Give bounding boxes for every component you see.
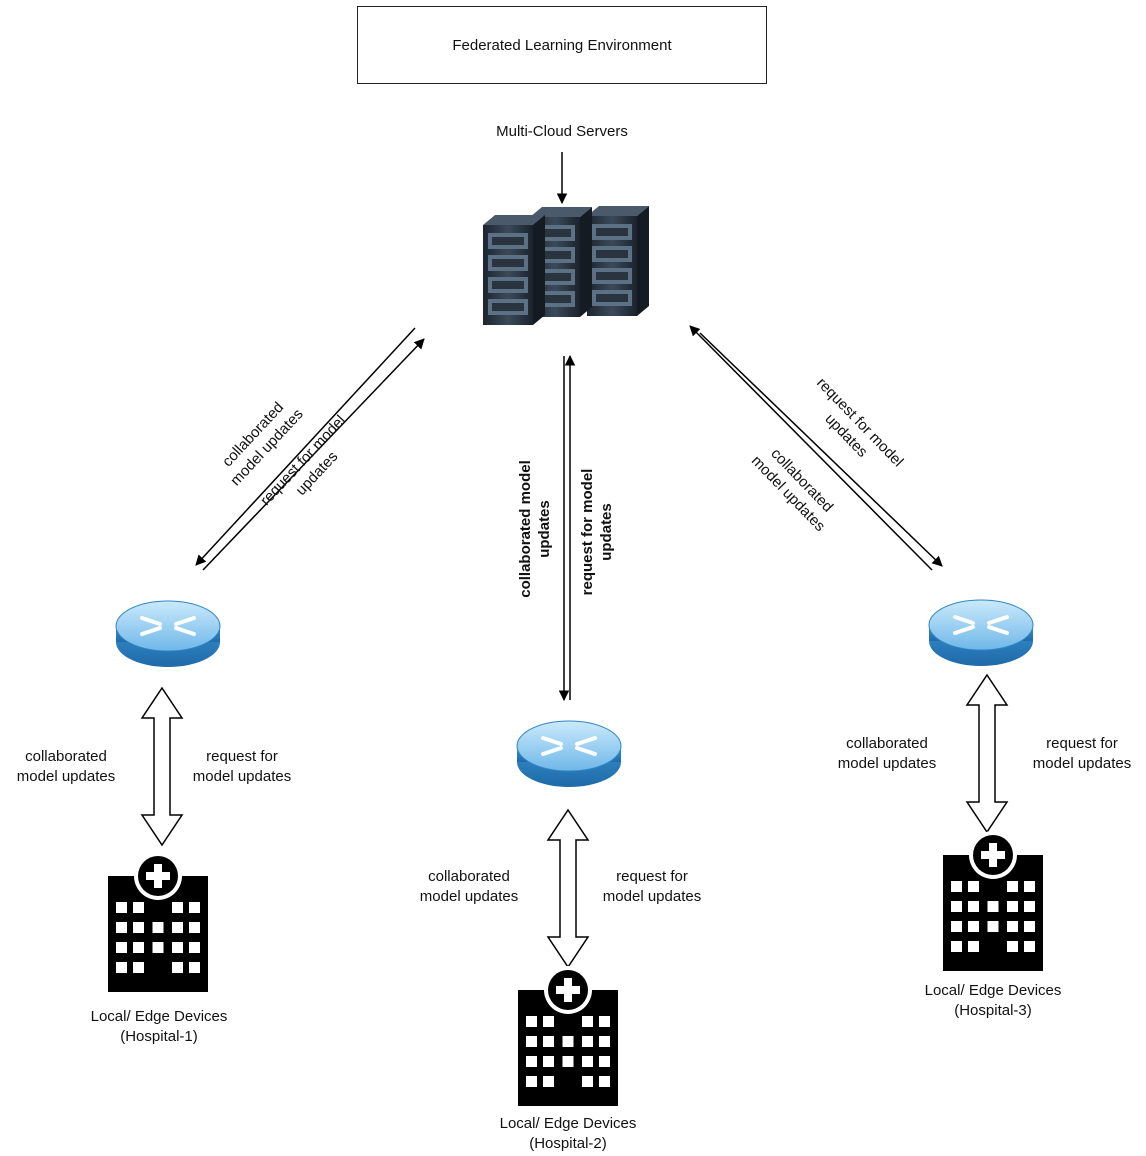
hospital-2-collab-label: collaborated model updates <box>419 868 519 905</box>
hospital-3-device-label: Local/ Edge Devices (Hospital-3) <box>924 982 1062 1019</box>
router-icon <box>927 598 1035 668</box>
center-link-up-label: request for model updates <box>579 468 615 596</box>
hospital-3-double-arrow <box>965 673 1009 834</box>
hospital-building-icon <box>943 831 1043 971</box>
title-box: Federated Learning Environment <box>357 6 767 84</box>
hospital-3-collab-label: collaborated model updates <box>837 735 937 772</box>
left-link-down-arrow <box>195 327 416 566</box>
hospital-2-double-arrow <box>546 808 590 969</box>
server-rack-icon <box>483 206 649 325</box>
hospital-building-icon <box>518 966 618 1106</box>
right-link-down-arrow <box>699 332 943 567</box>
hospital-3-request-label: request for model updates <box>1032 735 1132 772</box>
center-link-down-label: collaborated model updates <box>517 460 553 598</box>
server-label: Multi-Cloud Servers <box>496 123 628 140</box>
diagram-title: Federated Learning Environment <box>452 36 672 54</box>
hospital-1-double-arrow <box>140 686 184 847</box>
right-link-up-arrow <box>689 325 933 571</box>
hospital-1-request-label: request for model updates <box>192 748 292 785</box>
router-icon <box>114 599 222 669</box>
hospital-building-icon <box>108 852 208 992</box>
router-icon <box>515 719 623 789</box>
hospital-2-device-label: Local/ Edge Devices (Hospital-2) <box>499 1115 637 1152</box>
hospital-1-collab-label: collaborated model updates <box>16 748 116 785</box>
hospital-1-device-label: Local/ Edge Devices (Hospital-1) <box>90 1008 228 1045</box>
hospital-2-request-label: request for model updates <box>602 868 702 905</box>
left-link-up-arrow <box>202 338 425 571</box>
